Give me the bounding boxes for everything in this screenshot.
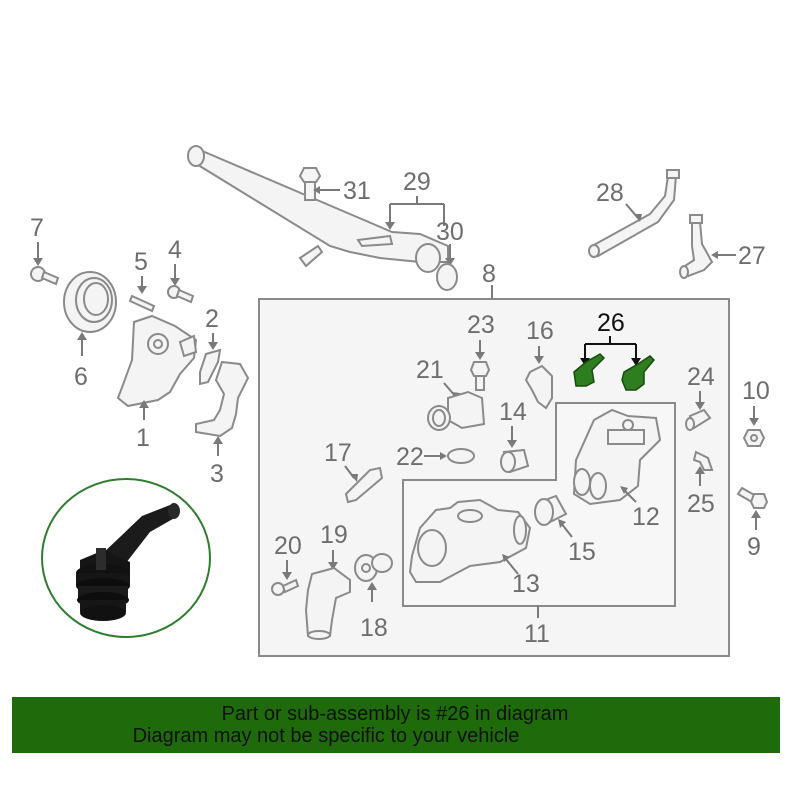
coupling-15: [534, 494, 568, 526]
callout-21: 21: [416, 356, 444, 384]
callout-8: 8: [482, 260, 496, 288]
gasket-17: [344, 466, 384, 504]
callout-17: 17: [324, 439, 352, 467]
hose-28: [588, 169, 680, 258]
callout-1: 1: [136, 424, 150, 452]
callout-6: 6: [74, 363, 88, 391]
bolt-23: [469, 361, 491, 391]
pin-5: [128, 294, 156, 313]
callout-20: 20: [274, 532, 302, 560]
callout-18: 18: [360, 614, 388, 642]
elbow-tube: [100, 505, 178, 568]
callout-30: 30: [436, 218, 464, 246]
nut-10: [742, 429, 766, 447]
callout-28: 28: [596, 179, 624, 207]
callout-23: 23: [467, 311, 495, 339]
callout-25: 25: [687, 490, 715, 518]
coolant-pipe-29: [187, 145, 449, 273]
info-banner: Part or sub-assembly is #26 in diagram D…: [12, 697, 780, 753]
callout-16: 16: [526, 317, 554, 345]
callout-11: 11: [524, 620, 550, 648]
gasket-30: [436, 263, 458, 291]
bolt-7: [30, 266, 60, 286]
connector-housing-21: [427, 390, 486, 431]
bolt-4: [167, 285, 195, 304]
banner-line-2: Diagram may not be specific to your vehi…: [132, 725, 520, 747]
thermostat-housing-12: [572, 408, 662, 506]
gasket-2: [199, 348, 222, 386]
water-pump-1: [116, 314, 198, 408]
callout-19: 19: [320, 521, 348, 549]
sensor-24: [685, 408, 712, 431]
bolt-31: [298, 167, 322, 201]
callout-4: 4: [168, 236, 182, 264]
clip-25: [692, 450, 714, 471]
callout-7: 7: [30, 214, 44, 242]
callout-24: 24: [687, 363, 715, 391]
callout-9: 9: [747, 533, 761, 561]
thermostat-18: [354, 553, 393, 582]
callout-27: 27: [738, 242, 766, 270]
product-photo-inset: [41, 478, 211, 638]
callout-15: 15: [568, 538, 596, 566]
callout-22: 22: [396, 443, 424, 471]
hose-connector-26a: [573, 353, 606, 387]
banner-line-1: Part or sub-assembly is #26 in diagram: [221, 703, 569, 725]
callout-10: 10: [742, 377, 770, 405]
callout-5: 5: [134, 248, 148, 276]
coupling-14: [500, 448, 530, 474]
callout-14: 14: [499, 398, 527, 426]
gasket-3: [195, 360, 250, 438]
callout-13: 13: [512, 570, 540, 598]
pulley-6: [63, 271, 117, 333]
bolt-20: [271, 578, 300, 596]
callout-29: 29: [403, 168, 431, 196]
water-outlet-19: [304, 566, 351, 640]
hose-connector-26b: [621, 355, 656, 391]
callout-31: 31: [343, 177, 371, 205]
callout-3: 3: [210, 460, 224, 488]
callout-12: 12: [632, 503, 660, 531]
callout-2: 2: [205, 305, 219, 333]
o-ring-22: [447, 448, 475, 464]
coolant-flange-13: [408, 498, 532, 583]
gasket-16: [524, 364, 553, 410]
callout-26: 26: [597, 309, 625, 337]
bolt-9: [736, 486, 769, 509]
hose-27: [679, 214, 714, 279]
